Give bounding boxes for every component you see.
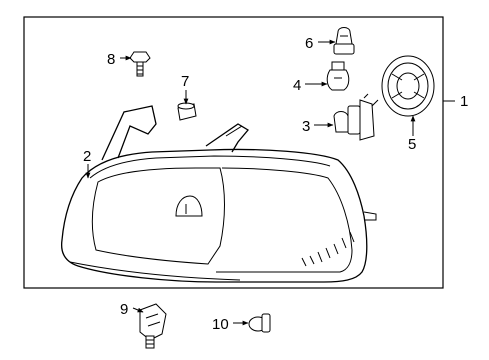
callout-4: 4 xyxy=(293,77,301,94)
headlamp-bulb-part xyxy=(333,93,379,141)
callout-3: 3 xyxy=(302,118,310,135)
grommet-part xyxy=(248,313,271,333)
headlamp-housing xyxy=(60,105,377,283)
callout-10: 10 xyxy=(212,316,229,333)
socket-part xyxy=(333,27,355,55)
callout-5: 5 xyxy=(408,136,416,153)
callout-7: 7 xyxy=(181,73,189,90)
callout-8: 8 xyxy=(107,51,115,68)
callout-2: 2 xyxy=(83,148,91,165)
dust-cover-part xyxy=(381,55,435,117)
adjuster-bracket-part xyxy=(139,303,167,349)
assembly-frame xyxy=(23,16,444,289)
bolt-part xyxy=(129,51,151,77)
callout-9: 9 xyxy=(120,301,128,318)
leader-9 xyxy=(132,307,144,313)
callout-1: 1 xyxy=(460,93,468,110)
small-bulb-part xyxy=(326,61,350,91)
clip-part xyxy=(177,102,197,121)
callout-6: 6 xyxy=(305,35,313,52)
